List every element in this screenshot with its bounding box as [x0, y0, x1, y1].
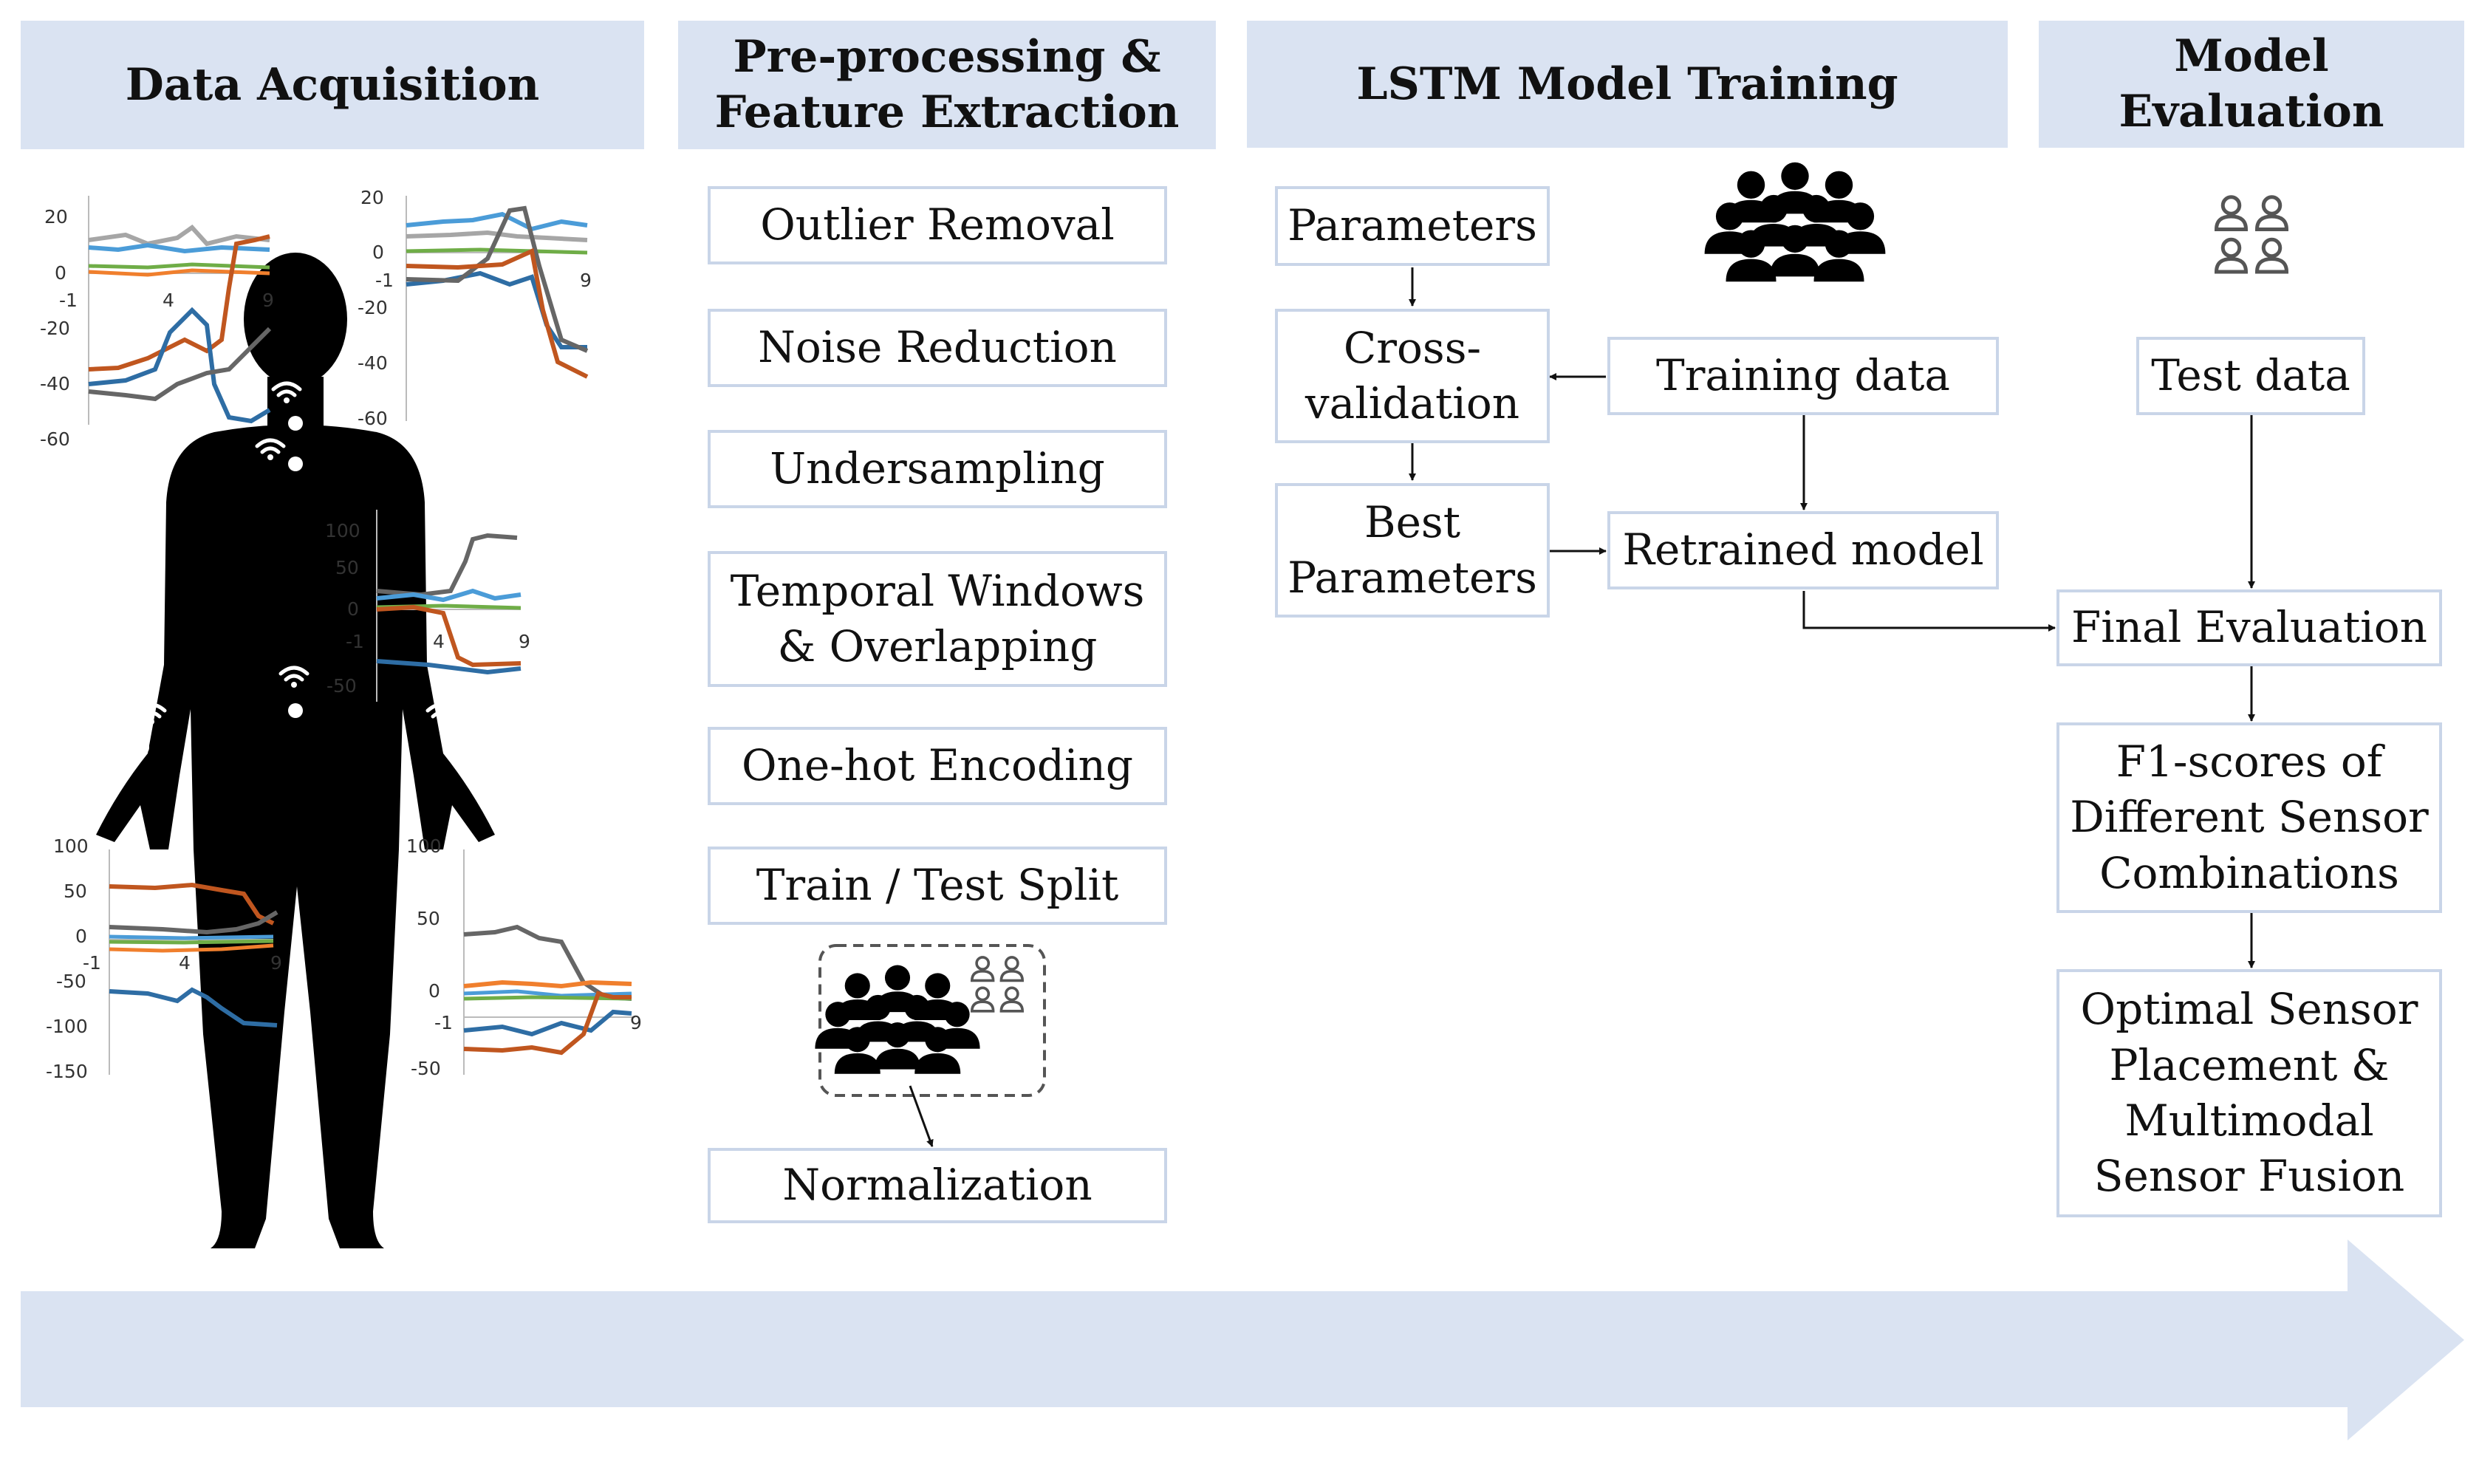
step-temporal-windows: Temporal Windows & Overlapping	[708, 551, 1167, 687]
node-training-data: Training data	[1607, 337, 1999, 415]
header-data-acquisition: Data Acquisition	[21, 21, 644, 149]
mini-chart-head: 20 0 -20 -40 -60 -1 4 9	[40, 196, 274, 450]
header-lstm-training: LSTM Model Training	[1247, 21, 2008, 148]
series-line	[109, 934, 274, 940]
tick-label: 9	[630, 1012, 642, 1033]
header-preprocessing: Pre-processing & Feature Extraction	[678, 21, 1216, 149]
step-normalization: Normalization	[708, 1148, 1167, 1223]
series-line	[406, 247, 589, 379]
tick-label: 100	[53, 835, 89, 857]
series-line	[88, 326, 272, 402]
series-line	[88, 262, 270, 270]
series-line	[406, 247, 588, 255]
node-best-parameters: Best Parameters	[1275, 483, 1550, 618]
people-crowd-icon	[815, 965, 980, 1074]
series-line	[88, 242, 270, 254]
tick-label: 9	[580, 270, 592, 291]
series-line	[406, 230, 588, 242]
human-body-silhouette	[96, 253, 495, 1248]
tick-label: 9	[270, 952, 282, 974]
tick-label: -50	[56, 971, 86, 992]
tick-label: -50	[326, 675, 357, 697]
series-line	[406, 211, 588, 232]
tick-label: 0	[75, 926, 87, 947]
node-test-data: Test data	[2136, 337, 2365, 415]
split-dashed-group	[818, 944, 1046, 1097]
tick-label: -1	[434, 1012, 453, 1033]
node-parameters: Parameters	[1275, 186, 1550, 266]
series-line	[376, 659, 522, 675]
progress-arrow	[21, 1239, 2464, 1440]
series-line	[463, 924, 632, 1001]
step-undersampling: Undersampling	[708, 430, 1167, 508]
mini-chart-elbow: 100 50 0 -50 -1 4 9	[325, 510, 530, 702]
arrow-retrained-to-final	[1802, 591, 2056, 632]
tick-label: -150	[46, 1061, 88, 1082]
series-line	[376, 604, 522, 668]
series-line	[109, 987, 278, 1027]
tick-label: -1	[59, 290, 78, 311]
series-line	[88, 268, 270, 277]
tick-label: 20	[360, 187, 384, 208]
tick-label: -1	[83, 952, 101, 974]
node-final-evaluation: Final Evaluation	[2056, 589, 2442, 666]
node-cross-validation: Cross- validation	[1275, 309, 1550, 443]
tick-label: -1	[346, 631, 364, 652]
header-model-evaluation: Model Evaluation	[2039, 21, 2464, 148]
series-line	[88, 225, 270, 247]
tick-label: -40	[358, 352, 388, 374]
mini-chart-left-wrist: 100 50 0 -50 -100 -150 -1 4 9	[46, 835, 282, 1082]
series-line	[109, 882, 275, 926]
tick-label: 50	[417, 908, 440, 929]
tick-label: 50	[335, 557, 359, 578]
tick-label: 0	[347, 598, 359, 620]
tick-label: 0	[372, 242, 384, 263]
tick-label: 9	[519, 631, 530, 652]
tick-label: 4	[163, 290, 174, 311]
tick-label: 100	[325, 520, 360, 541]
people-outline-icon	[2217, 197, 2287, 272]
step-outlier-removal: Outlier Removal	[708, 186, 1167, 264]
tick-label: -40	[40, 373, 70, 394]
tick-label: 0	[55, 262, 66, 284]
tick-label: -100	[46, 1016, 88, 1037]
series-line	[463, 991, 632, 1056]
series-line	[109, 943, 274, 953]
people-crowd-icon	[1704, 162, 1886, 282]
series-line	[376, 588, 522, 603]
step-train-test-split: Train / Test Split	[708, 847, 1167, 925]
tick-label: 9	[262, 290, 274, 311]
tick-label: -1	[375, 270, 394, 291]
node-retrained-model: Retrained model	[1607, 511, 1999, 589]
tick-label: -20	[40, 318, 70, 339]
tick-label: -20	[358, 297, 388, 318]
mini-chart-upper-arm: 20 0 -20 -40 -60 -1 9	[358, 187, 592, 429]
tick-label: 4	[179, 952, 191, 974]
tick-label: 20	[44, 206, 68, 228]
series-line	[88, 307, 271, 424]
tick-label: 100	[406, 835, 442, 857]
step-one-hot-encoding: One-hot Encoding	[708, 727, 1167, 805]
series-line	[109, 910, 278, 935]
node-optimal-sensor-placement: Optimal Sensor Placement & Multimodal Se…	[2056, 969, 2442, 1217]
people-outline-icon	[971, 956, 1024, 1013]
series-line	[109, 939, 274, 945]
tick-label: -60	[358, 408, 388, 429]
step-noise-reduction: Noise Reduction	[708, 309, 1167, 387]
arrow-split-to-normalization	[909, 1085, 934, 1147]
series-line	[463, 1009, 632, 1037]
tick-label: 4	[433, 631, 445, 652]
node-f1-scores: F1-scores of Different Sensor Combinatio…	[2056, 722, 2442, 913]
tick-label: -60	[40, 428, 70, 450]
tick-label: 0	[428, 980, 440, 1002]
mini-chart-right-wrist: 100 50 0 -50 -1 9	[406, 835, 642, 1079]
tick-label: -50	[411, 1058, 441, 1079]
tick-label: 50	[64, 881, 87, 902]
series-line	[463, 979, 632, 989]
series-line	[88, 234, 270, 372]
series-line	[406, 205, 589, 353]
